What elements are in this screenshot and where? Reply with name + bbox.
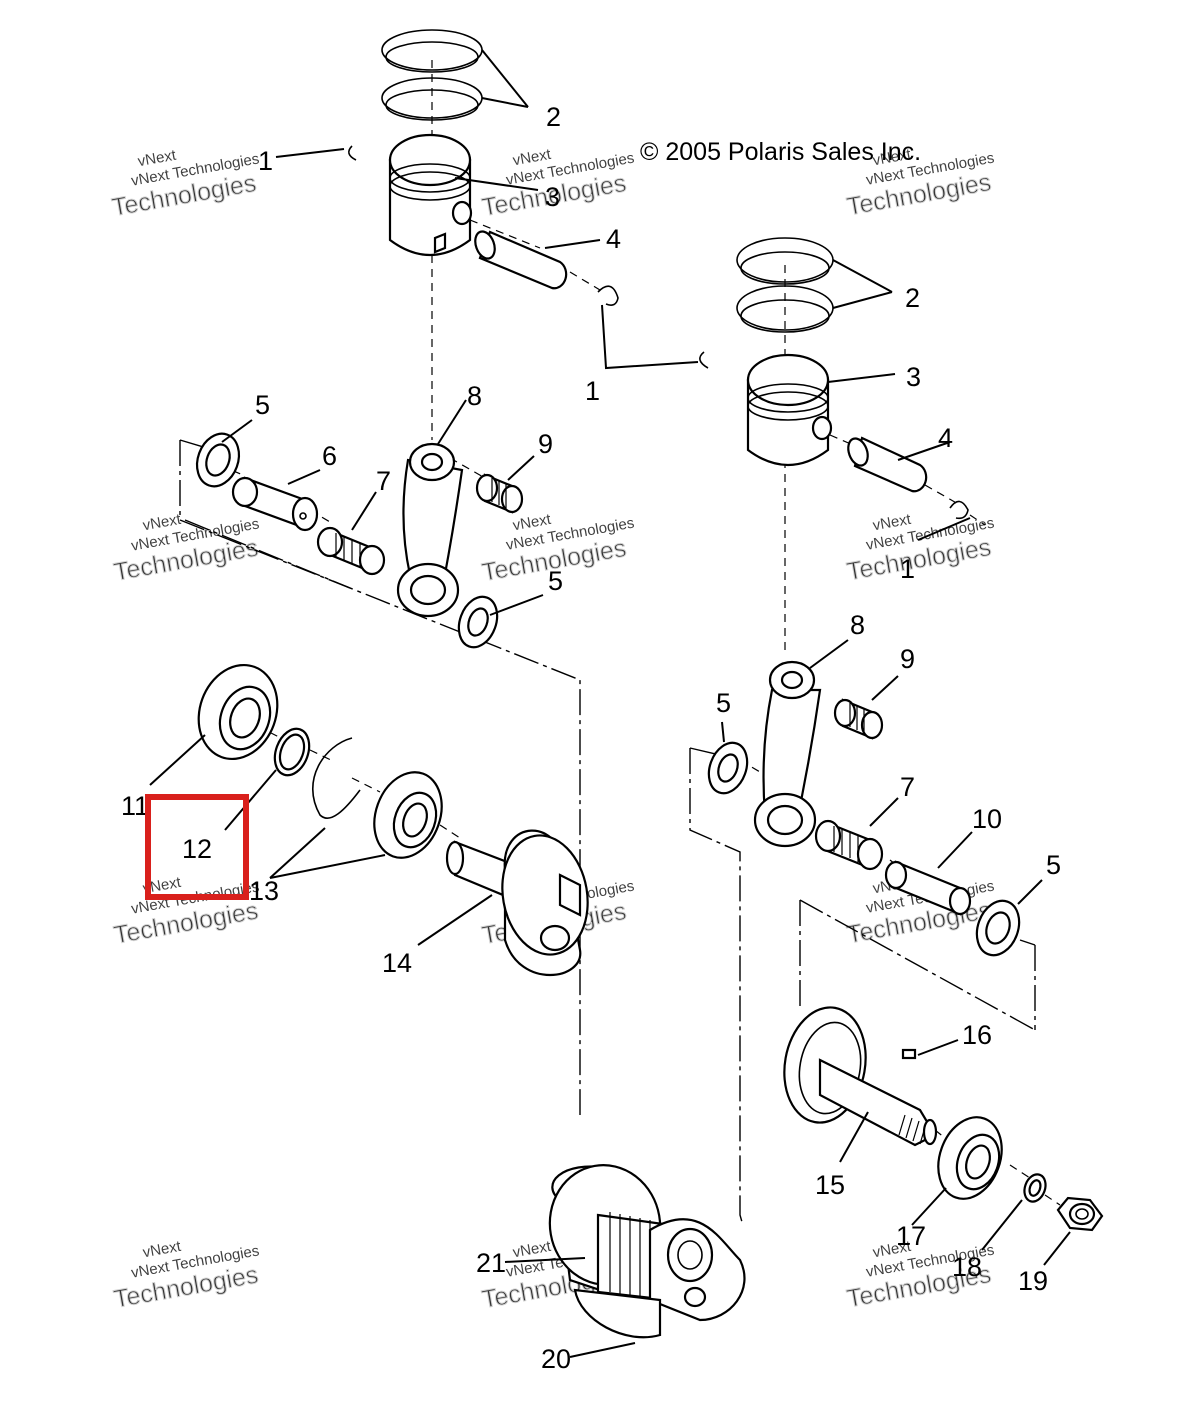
piston-rings-right: [736, 237, 834, 333]
callout-9-right: 9: [900, 644, 915, 674]
thrust-washer-5-right-b: [975, 899, 1021, 957]
thrust-washer-5-left-a: [195, 432, 241, 488]
callout-13: 13: [249, 876, 279, 906]
piston-pin-upper-left: [474, 230, 568, 290]
callout-16: 16: [962, 1020, 992, 1050]
callout-8-left: 8: [467, 381, 482, 411]
thrust-washer-5-left-b: [457, 595, 499, 649]
svg-text:vNext: vNext: [511, 511, 553, 535]
callout-1-mid: 1: [585, 376, 600, 406]
svg-text:vNext: vNext: [511, 146, 553, 170]
callout-5-right-b: 5: [1046, 850, 1061, 880]
callout-5-right-a: 5: [716, 688, 731, 718]
circlip-right-lower: [949, 500, 969, 520]
callout-6: 6: [322, 441, 337, 471]
callout-21: 21: [476, 1248, 506, 1278]
callout-5-left-b: 5: [548, 566, 563, 596]
callout-14: 14: [382, 948, 412, 978]
svg-text:vNext: vNext: [871, 146, 913, 170]
crankpin-10: [884, 860, 972, 916]
nut-19: [1056, 1196, 1104, 1232]
woodruff-key-16: [901, 1048, 917, 1060]
callout-3-top: 3: [545, 182, 560, 212]
watermark-bottom-left: vNext vNext Technologies Technologies: [111, 1238, 261, 1314]
watermark-top-left: vNext vNext Technologies Technologies: [109, 147, 260, 223]
svg-text:vNext: vNext: [871, 1238, 913, 1262]
callout-17: 17: [896, 1221, 926, 1251]
leader-lines: [149, 49, 1071, 1358]
crankshaft-half-15: [783, 1006, 938, 1147]
svg-text:vNext: vNext: [141, 511, 183, 535]
callout-11: 11: [121, 791, 149, 821]
svg-text:vNext: vNext: [141, 1238, 183, 1262]
thrust-washer-5-right-a: [707, 741, 749, 795]
circlip-mid-left: [597, 285, 619, 306]
washer-18: [1023, 1173, 1047, 1203]
watermark-mid-right: vNext vNext Technologies Technologies: [844, 511, 995, 587]
svg-text:vNext: vNext: [137, 147, 179, 171]
needle-bearing-7-right: [814, 819, 884, 871]
crankpin-6: [231, 476, 319, 532]
callout-4-top: 4: [606, 224, 621, 254]
svg-text:vNext: vNext: [511, 1238, 553, 1262]
piston-upper-left: [388, 133, 473, 257]
needle-bearing-9-left: [475, 473, 524, 514]
callout-5-left-a: 5: [255, 390, 270, 420]
connecting-rod-8-right: [753, 660, 822, 848]
callout-1-right: 1: [900, 554, 915, 584]
svg-text:vNext: vNext: [871, 511, 913, 535]
circlip-upper-left-a: [348, 145, 357, 161]
connecting-rod-8-left: [396, 442, 464, 618]
highlight-box: [145, 794, 249, 900]
main-bearing-17: [937, 1116, 1003, 1200]
piston-right: [746, 353, 833, 467]
callout-19: 19: [1018, 1266, 1048, 1296]
circlip-right-upper: [699, 351, 709, 369]
center-crank-assembly-20: [548, 1164, 746, 1339]
callout-9-left: 9: [538, 429, 553, 459]
snap-ring-13: [312, 737, 361, 819]
callout-20: 20: [541, 1344, 571, 1374]
callout-7-right: 7: [900, 772, 915, 802]
svg-text:vNext: vNext: [141, 874, 183, 898]
callout-8-right: 8: [850, 610, 865, 640]
callout-2-right: 2: [905, 283, 920, 313]
callout-1-top: 1: [258, 146, 273, 176]
callout-4-right: 4: [938, 423, 953, 453]
needle-bearing-9-right: [833, 698, 884, 740]
callout-18: 18: [952, 1252, 982, 1282]
watermark-lower-left: vNext vNext Technologies Technologies: [111, 874, 261, 950]
needle-bearing-7-left: [316, 526, 386, 576]
callout-10: 10: [972, 804, 1002, 834]
callout-2-top: 2: [546, 102, 561, 132]
callout-3-right: 3: [906, 362, 921, 392]
main-bearing-13: [373, 771, 443, 859]
main-bearing-11: [197, 663, 279, 761]
crankshaft-half-14: [445, 829, 589, 976]
piston-pin-right: [847, 436, 928, 493]
copyright-text: © 2005 Polaris Sales Inc.: [640, 138, 921, 166]
callout-15: 15: [815, 1170, 845, 1200]
callout-12-highlighted: 12: [182, 834, 212, 864]
callout-7-left: 7: [376, 466, 391, 496]
ring-12: [273, 727, 311, 777]
